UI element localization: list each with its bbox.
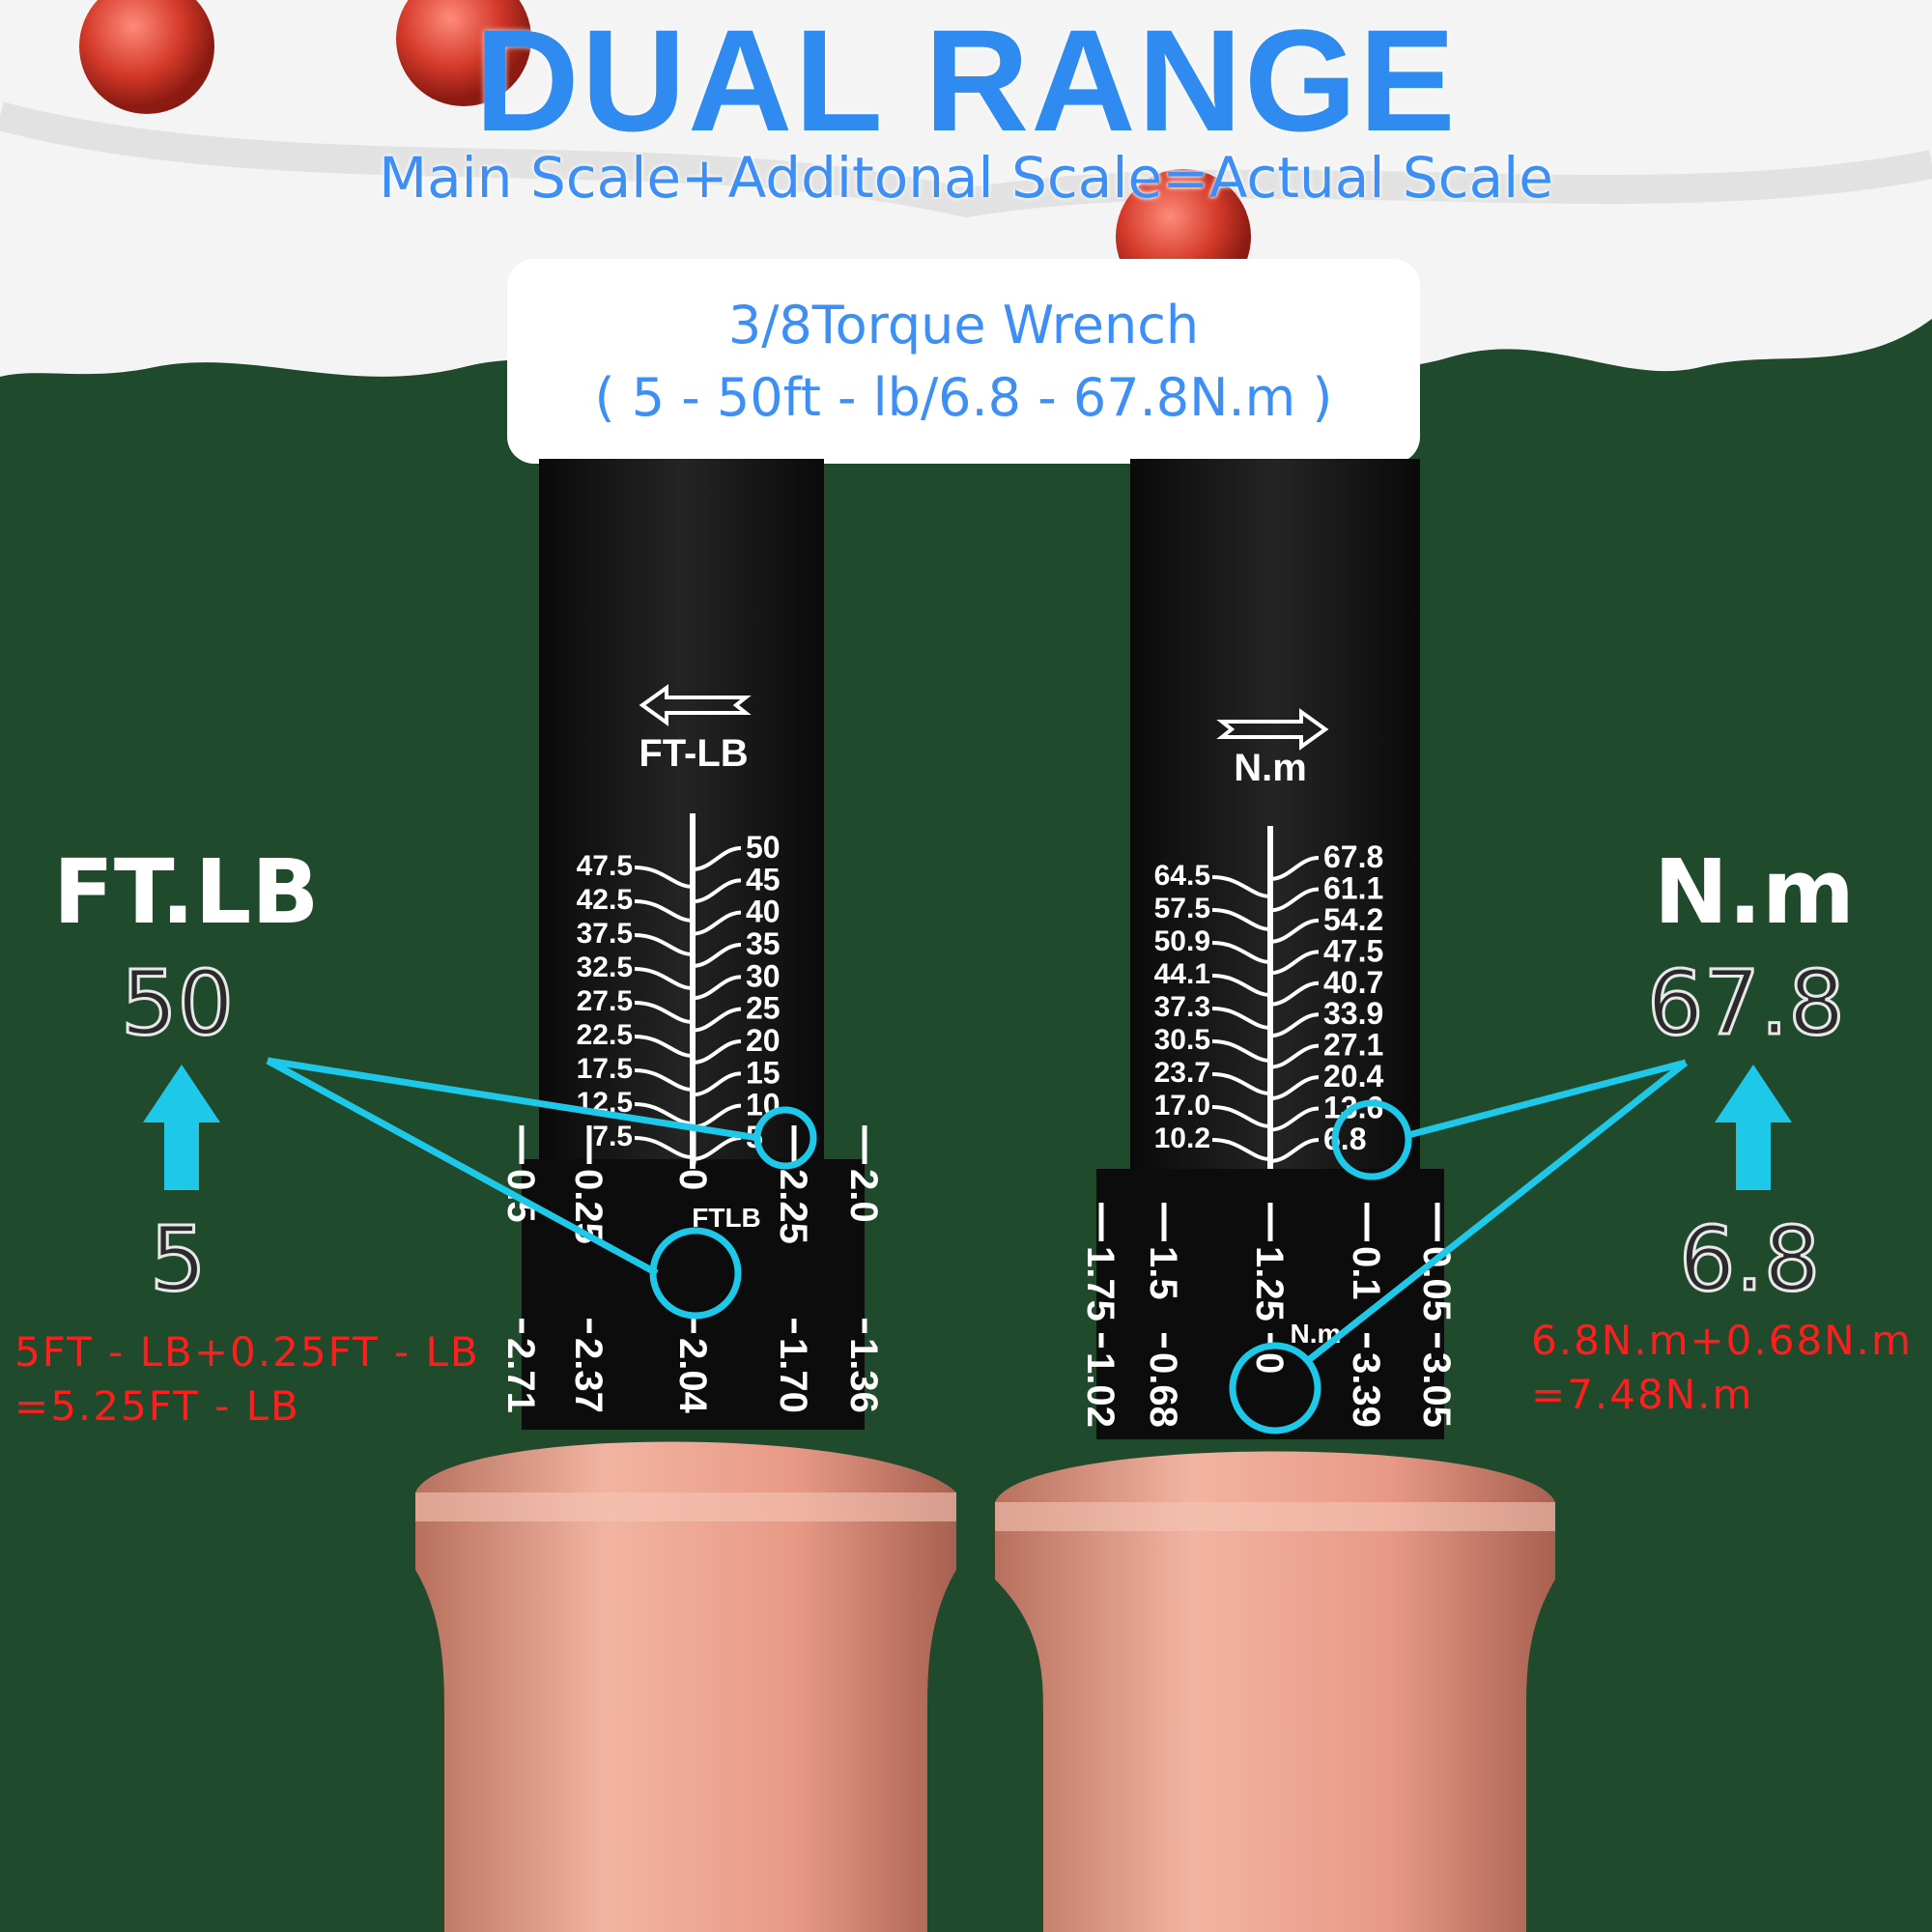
collar-label: 2.04 — [671, 1338, 714, 1414]
left-max-value: 50 — [119, 951, 235, 1057]
wrench-shaft — [1130, 459, 1420, 1193]
scale-label: 23.7 — [1154, 1057, 1210, 1089]
collar-label: 1.02 — [1079, 1352, 1122, 1428]
scale-label: 61.1 — [1323, 870, 1383, 905]
collar-label: 3.39 — [1345, 1352, 1387, 1428]
snow-background — [0, 0, 1932, 385]
scale-label: 30.5 — [1154, 1024, 1210, 1056]
collar-label: 1.36 — [842, 1338, 885, 1413]
right-zero-highlight — [1229, 1342, 1321, 1435]
scale-label: 47.5 — [577, 850, 633, 882]
right-min-highlight — [1331, 1099, 1412, 1180]
right-max-value: 67.8 — [1646, 951, 1847, 1057]
scale-label: 7.5 — [592, 1121, 633, 1152]
collar-label: 2.71 — [499, 1338, 542, 1413]
left-collar-unit: FTLB — [692, 1203, 761, 1233]
scale-label: 37.3 — [1154, 991, 1210, 1023]
collar-label: 0 — [671, 1169, 714, 1190]
collar-label: 2.25 — [772, 1169, 814, 1244]
collar-label: 0.68 — [1142, 1352, 1184, 1428]
collar-label: 1.70 — [772, 1338, 814, 1413]
left-arrow-icon — [639, 684, 752, 726]
scale-label: 64.5 — [1154, 860, 1210, 892]
collar-label: 3.05 — [1415, 1352, 1458, 1428]
collar-label: 1.75 — [1079, 1246, 1122, 1321]
scale-collar — [522, 1159, 865, 1430]
scale-label: 22.5 — [577, 1019, 633, 1051]
right-arrow-icon — [1216, 708, 1329, 751]
scale-label: 30 — [746, 958, 781, 993]
scale-label: 67.8 — [1323, 839, 1383, 874]
scale-label: 50.9 — [1154, 925, 1210, 957]
scale-label: 25 — [746, 991, 781, 1026]
right-unit-label: N.m — [1654, 840, 1855, 944]
left-min-highlight — [753, 1106, 817, 1170]
right-min-value: 6.8 — [1677, 1207, 1821, 1313]
scale-label: 15 — [746, 1055, 781, 1090]
left-wrench — [415, 459, 956, 1932]
right-wrench — [995, 459, 1555, 1932]
collar-label: 0.1 — [1345, 1246, 1387, 1300]
scale-label: 45 — [746, 862, 781, 896]
scale-label: 17.0 — [1154, 1090, 1210, 1122]
left-shaft-unit: FT-LB — [639, 732, 748, 775]
copper-handle — [995, 1451, 1555, 1932]
collar-label: 1.25 — [1248, 1246, 1291, 1321]
right-formula-sum: 6.8N.m+0.68N.m — [1531, 1317, 1913, 1364]
spec-range: ( 5 - 50ft - lb/6.8 - 67.8N.m ) — [594, 367, 1333, 428]
ornament-ball — [396, 0, 531, 106]
collar-label: 2.0 — [842, 1169, 885, 1223]
scale-label: 33.9 — [1323, 996, 1383, 1031]
scale-label: 27.1 — [1323, 1028, 1383, 1063]
scale-label: 17.5 — [577, 1053, 633, 1085]
right-shaft-unit: N.m — [1234, 747, 1307, 789]
spec-title: 3/8Torque Wrench — [727, 295, 1200, 355]
scale-label: 44.1 — [1154, 958, 1210, 990]
spec-card — [507, 259, 1420, 464]
scale-label: 20.4 — [1323, 1059, 1383, 1094]
ornament-ball — [79, 0, 214, 114]
left-up-arrow-icon — [143, 1065, 220, 1190]
left-formula-sum: 5FT - LB+0.25FT - LB — [14, 1328, 480, 1376]
right-connector — [1303, 1059, 1689, 1365]
scale-label: 40 — [746, 895, 781, 929]
left-unit-label: FT.LB — [53, 840, 320, 944]
scale-label: 42.5 — [577, 884, 633, 916]
collar-label: 2.37 — [567, 1338, 610, 1413]
page-title: DUAL RANGE — [474, 0, 1458, 161]
left-formula-result: =5.25FT - LB — [14, 1382, 300, 1430]
left-formula: 5FT - LB+0.25FT - LB =5.25FT - LB — [14, 1325, 480, 1434]
left-connector — [266, 1057, 759, 1277]
scale-label: 47.5 — [1323, 933, 1383, 968]
scale-label: 10.2 — [1154, 1122, 1210, 1154]
scale-label: 57.5 — [1154, 893, 1210, 924]
scale-label: 40.7 — [1323, 965, 1383, 1000]
collar-label: 1.5 — [1142, 1246, 1184, 1300]
scale-label: 54.2 — [1323, 902, 1383, 937]
scale-label: 27.5 — [577, 985, 633, 1017]
scale-label: 37.5 — [577, 918, 633, 950]
collar-label: 0 — [1248, 1352, 1291, 1374]
wrench-shaft — [539, 459, 824, 1193]
page-subtitle: Main Scale+Additonal Scale=Actual Scale — [379, 145, 1553, 211]
scale-label: 6.8 — [1323, 1122, 1366, 1156]
right-formula: 6.8N.m+0.68N.m =7.48N.m — [1531, 1314, 1913, 1422]
scale-label: 50 — [746, 830, 781, 865]
left-zero-highlight — [649, 1227, 742, 1320]
right-formula-result: =7.48N.m — [1531, 1371, 1754, 1418]
left-min-value: 5 — [149, 1207, 209, 1313]
scale-label: 35 — [746, 926, 781, 961]
copper-handle — [415, 1441, 956, 1932]
scale-label: 20 — [746, 1023, 781, 1058]
scale-label: 32.5 — [577, 952, 633, 983]
right-up-arrow-icon — [1715, 1065, 1792, 1190]
